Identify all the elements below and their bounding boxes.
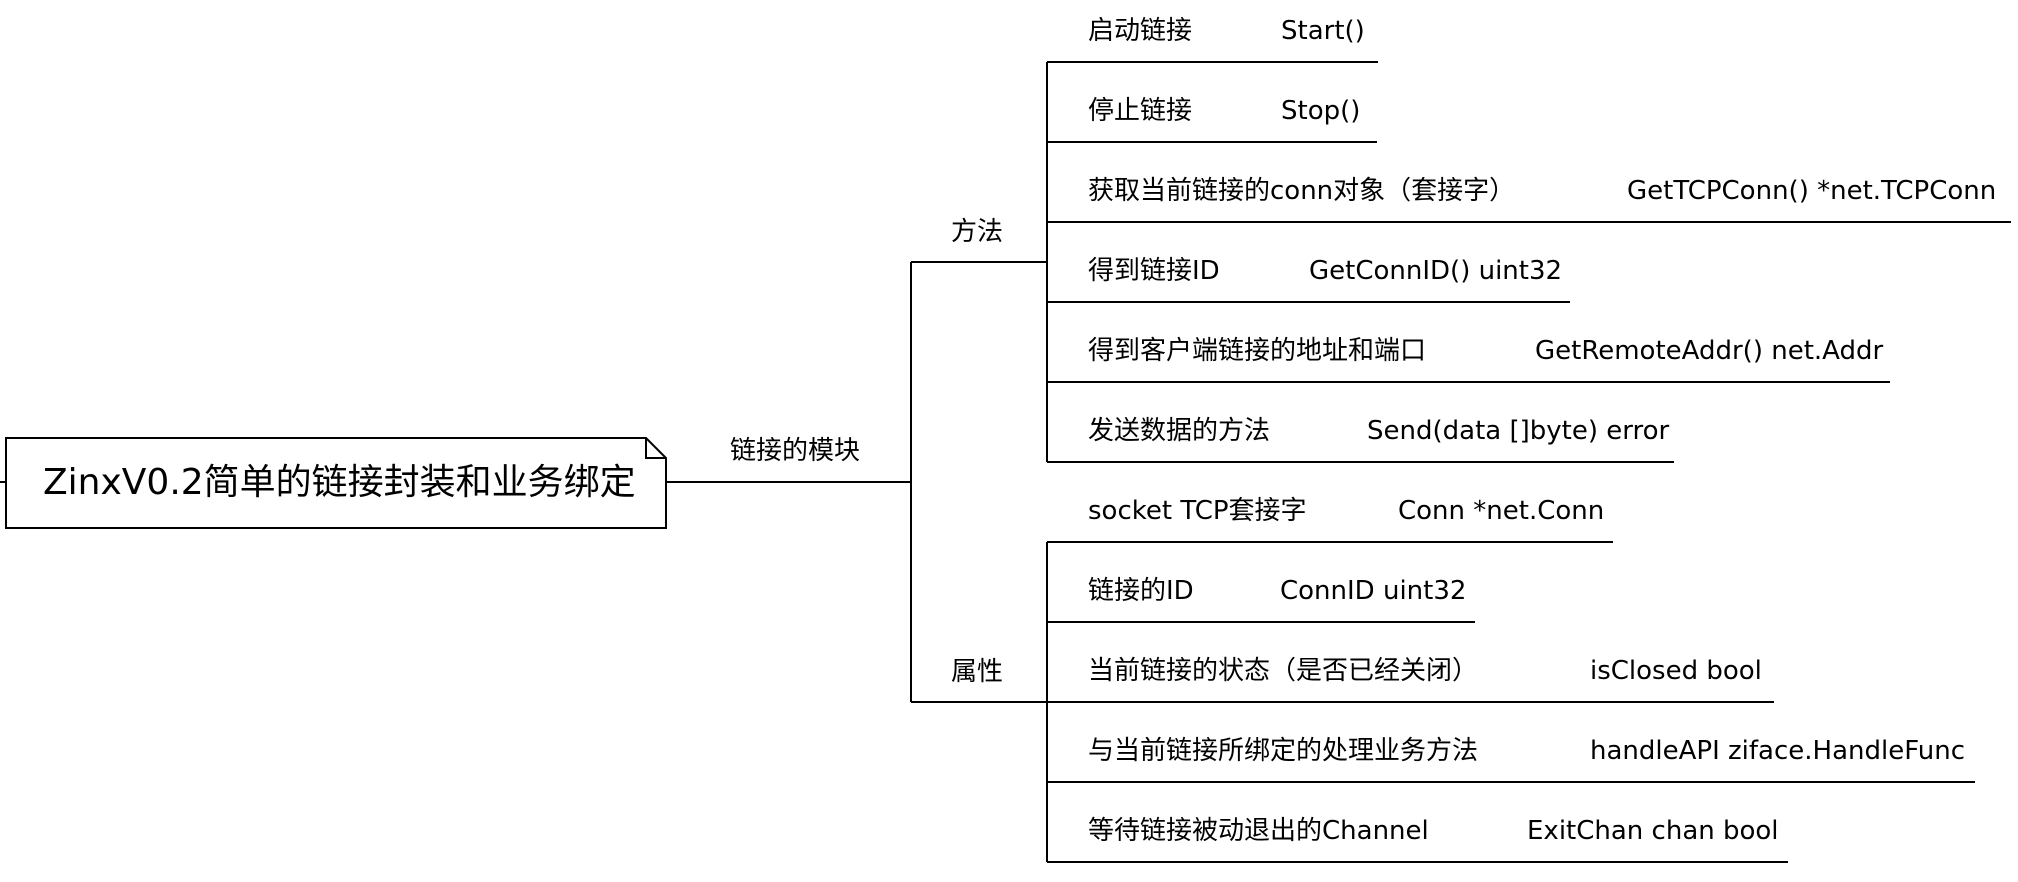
attribute-desc-conn: socket TCP套接字 [1088,496,1307,526]
attribute-desc-is-closed: 当前链接的状态（是否已经关闭） [1088,656,1479,686]
method-desc-get-tcp-conn: 获取当前链接的conn对象（套接字） [1088,176,1516,206]
root-box-fold [645,438,666,459]
attribute-desc-conn-id: 链接的ID [1088,576,1194,606]
attributes-label: 属性 [951,657,1004,687]
method-desc-send: 发送数据的方法 [1088,416,1271,446]
method-desc-get-remote-addr: 得到客户端链接的地址和端口 [1088,336,1427,366]
attribute-signature-conn-id: ConnID uint32 [1280,576,1467,606]
module-label: 链接的模块 [730,436,861,466]
attribute-signature-is-closed: isClosed bool [1590,656,1762,686]
method-signature-get-remote-addr: GetRemoteAddr() net.Addr [1535,336,1884,366]
method-signature-stop: Stop() [1281,96,1361,126]
attribute-signature-exit-chan: ExitChan chan bool [1527,816,1779,846]
method-desc-stop: 停止链接 [1088,96,1193,126]
method-desc-get-conn-id: 得到链接ID [1088,256,1220,286]
attribute-signature-handle-api: handleAPI ziface.HandleFunc [1590,736,1965,766]
method-signature-send: Send(data []byte) error [1367,416,1670,446]
methods-label: 方法 [951,217,1004,247]
root-box [5,437,667,529]
method-signature-get-conn-id: GetConnID() uint32 [1309,256,1563,286]
attribute-signature-conn: Conn *net.Conn [1398,496,1605,526]
method-signature-start: Start() [1281,16,1365,46]
method-desc-start: 启动链接 [1088,16,1193,46]
attribute-desc-handle-api: 与当前链接所绑定的处理业务方法 [1088,736,1479,766]
method-signature-get-tcp-conn: GetTCPConn() *net.TCPConn [1627,176,1997,206]
root-title: ZinxV0.2简单的链接封装和业务绑定 [43,462,636,503]
attribute-desc-exit-chan: 等待链接被动退出的Channel [1088,816,1429,846]
